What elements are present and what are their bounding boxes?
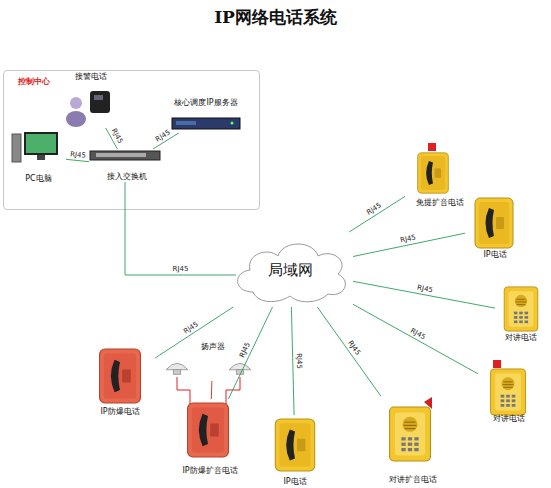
node-label: 接入交换机: [69, 172, 184, 182]
ip-phone: [275, 419, 314, 471]
network-cable: [317, 307, 381, 396]
intercom-phone: [490, 369, 525, 415]
server-led: [231, 122, 234, 125]
node-label: 对讲电话: [475, 333, 551, 343]
node-label: IP防爆电话: [65, 407, 175, 417]
edge-label: RJ45: [154, 128, 172, 143]
device-node: IP防爆扩音电话: [170, 399, 250, 476]
device-node: 对讲电话: [495, 283, 547, 343]
switch-body: [90, 151, 160, 160]
pc-tower: [12, 134, 21, 162]
beacon: [428, 143, 436, 151]
desk-phone: [90, 91, 110, 113]
pc-monitor: [24, 132, 58, 155]
network-cable: [353, 281, 495, 308]
device-node: IP电话: [465, 194, 525, 260]
edge-label: RJ45: [238, 342, 252, 360]
edge-label: RJ45: [417, 283, 434, 294]
loudspeaker: [229, 363, 251, 374]
server-panel: [176, 121, 196, 125]
device-node: 对讲电话: [478, 358, 540, 424]
node-label: 局域网: [208, 261, 373, 279]
explosion-proof-phone: [100, 349, 141, 403]
node-label: 扬声器: [145, 342, 280, 352]
edge-label: RJ45: [173, 265, 189, 273]
edge-label: RJ45: [70, 150, 87, 160]
network-cable: [228, 307, 272, 399]
speaker-wire: [226, 377, 240, 405]
pc-stand: [37, 155, 45, 160]
node-label: PC电脑: [0, 174, 86, 184]
network-cable: [211, 381, 213, 399]
node-label: IP电话: [445, 250, 545, 260]
title: IP网络电话系统: [0, 6, 551, 29]
node-label: IP电话: [245, 477, 345, 487]
horn: [424, 397, 432, 409]
beacon: [493, 360, 501, 368]
node-label: 接警电话: [43, 72, 138, 82]
person-head: [70, 97, 82, 109]
switch-ports: [96, 153, 146, 157]
network-cable: [66, 159, 89, 161]
edge-label: RJ45: [109, 127, 124, 145]
edge-label: RJ45: [399, 233, 416, 244]
device-node: IP防爆电话: [85, 345, 155, 417]
device-node: 对讲扩音电话: [375, 396, 450, 485]
phone-screen: [94, 95, 103, 100]
network-cloud: 局域网: [228, 232, 353, 307]
edge-label: RJ45: [365, 201, 383, 216]
network-cable: [155, 307, 233, 358]
network-cable: [353, 233, 465, 256]
group-box: 控制中心接警电话核心调度IP服务器PC电脑接入交换机: [3, 70, 260, 210]
pc-screen: [26, 134, 56, 153]
node-label: 对讲扩音电话: [355, 475, 470, 485]
edge-label: RJ45: [182, 320, 200, 335]
device-node: 免提扩音电话: [405, 140, 475, 208]
device-node: PC电脑: [11, 129, 66, 184]
network-cable: [125, 182, 236, 275]
node-label: 控制中心: [18, 77, 50, 87]
speaker-wire: [177, 377, 190, 405]
handsfree-phone: [418, 153, 449, 193]
node-label: 免提扩音电话: [385, 198, 495, 208]
device-node: 核心调度IP服务器: [166, 99, 246, 133]
loudspeaker: [166, 363, 188, 374]
intercom-pa-phone: [390, 407, 431, 461]
device-node: 接入交换机: [89, 149, 164, 182]
network-cable: [291, 307, 294, 415]
server-rack: [172, 118, 240, 129]
edge-label: RJ45: [410, 326, 428, 341]
node-label: 核心调度IP服务器: [146, 98, 266, 108]
person-body: [66, 111, 86, 127]
edge-label: RJ45: [295, 353, 303, 369]
device-node: 接警电话: [63, 73, 118, 128]
edge-label: RJ45: [346, 339, 362, 357]
network-cable: [353, 304, 478, 374]
intercom-phone: [504, 287, 538, 331]
device-node: IP电话: [265, 415, 325, 487]
network-cable: [349, 196, 405, 232]
node-label: 对讲电话: [458, 414, 551, 424]
explosion-proof-pa-phone: [188, 403, 229, 457]
ip-phone-open: [475, 198, 513, 248]
node-label: IP防爆扩音电话: [150, 466, 270, 476]
